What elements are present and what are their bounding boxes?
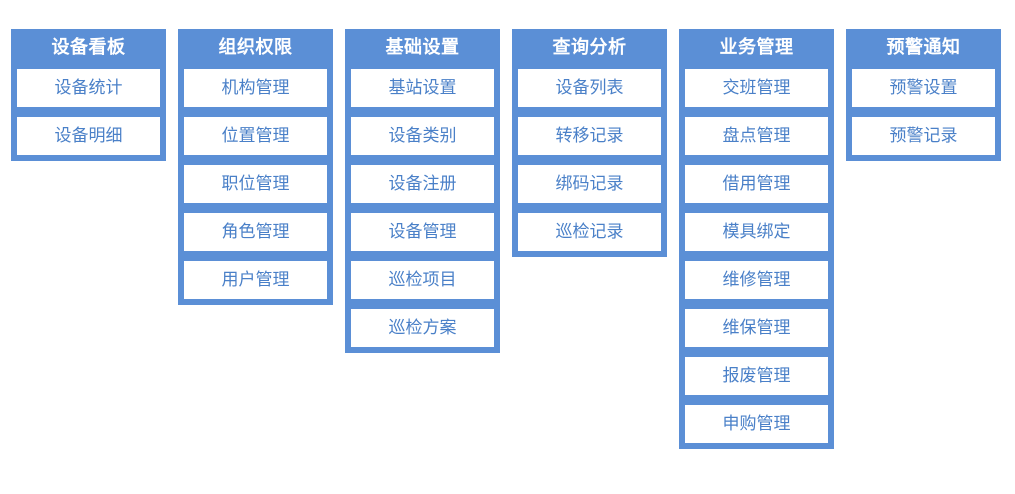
menu-item-base-station-settings[interactable]: 基站设置 — [351, 69, 494, 107]
column-title: 查询分析 — [552, 37, 627, 58]
column-title: 基础设置 — [385, 37, 460, 58]
menu-column-org-permissions: 组织权限 机构管理 位置管理 职位管理 角色管理 用户管理 — [178, 29, 333, 305]
menu-item-position-management[interactable]: 职位管理 — [184, 165, 327, 203]
menu-item-device-registration[interactable]: 设备注册 — [351, 165, 494, 203]
menu-column-basic-settings: 基础设置 基站设置 设备类别 设备注册 设备管理 巡检项目 巡检方案 — [345, 29, 500, 353]
menu-item-borrow-management[interactable]: 借用管理 — [685, 165, 828, 203]
menu-item-repair-management[interactable]: 维修管理 — [685, 261, 828, 299]
menu-item-device-details[interactable]: 设备明细 — [17, 117, 160, 155]
menu-item-alert-settings[interactable]: 预警设置 — [852, 69, 995, 107]
menu-item-inventory-check[interactable]: 盘点管理 — [685, 117, 828, 155]
menu-item-device-list[interactable]: 设备列表 — [518, 69, 661, 107]
menu-item-org-management[interactable]: 机构管理 — [184, 69, 327, 107]
menu-item-shift-handover[interactable]: 交班管理 — [685, 69, 828, 107]
menu-item-binding-records[interactable]: 绑码记录 — [518, 165, 661, 203]
column-title: 预警通知 — [886, 37, 961, 58]
menu-item-device-category[interactable]: 设备类别 — [351, 117, 494, 155]
column-title: 组织权限 — [218, 37, 293, 58]
menu-item-alert-records[interactable]: 预警记录 — [852, 117, 995, 155]
menu-column-query-analysis: 查询分析 设备列表 转移记录 绑码记录 巡检记录 — [512, 29, 667, 257]
menu-item-mold-binding[interactable]: 模具绑定 — [685, 213, 828, 251]
menu-item-purchase-request[interactable]: 申购管理 — [685, 405, 828, 443]
menu-item-transfer-records[interactable]: 转移记录 — [518, 117, 661, 155]
menu-column-device-dashboard: 设备看板 设备统计 设备明细 — [11, 29, 166, 161]
column-title: 设备看板 — [51, 37, 126, 58]
menu-column-business-management: 业务管理 交班管理 盘点管理 借用管理 模具绑定 维修管理 维保管理 报废管理 … — [679, 29, 834, 449]
menu-item-maintenance-management[interactable]: 维保管理 — [685, 309, 828, 347]
menu-item-device-management[interactable]: 设备管理 — [351, 213, 494, 251]
column-title: 业务管理 — [719, 37, 794, 58]
menu-item-location-management[interactable]: 位置管理 — [184, 117, 327, 155]
menu-column-alert-notification: 预警通知 预警设置 预警记录 — [846, 29, 1001, 161]
menu-item-inspection-plan[interactable]: 巡检方案 — [351, 309, 494, 347]
menu-item-inspection-items[interactable]: 巡检项目 — [351, 261, 494, 299]
menu-item-role-management[interactable]: 角色管理 — [184, 213, 327, 251]
menu-item-user-management[interactable]: 用户管理 — [184, 261, 327, 299]
menu-item-scrap-management[interactable]: 报废管理 — [685, 357, 828, 395]
menu-item-inspection-records[interactable]: 巡检记录 — [518, 213, 661, 251]
menu-item-device-statistics[interactable]: 设备统计 — [17, 69, 160, 107]
